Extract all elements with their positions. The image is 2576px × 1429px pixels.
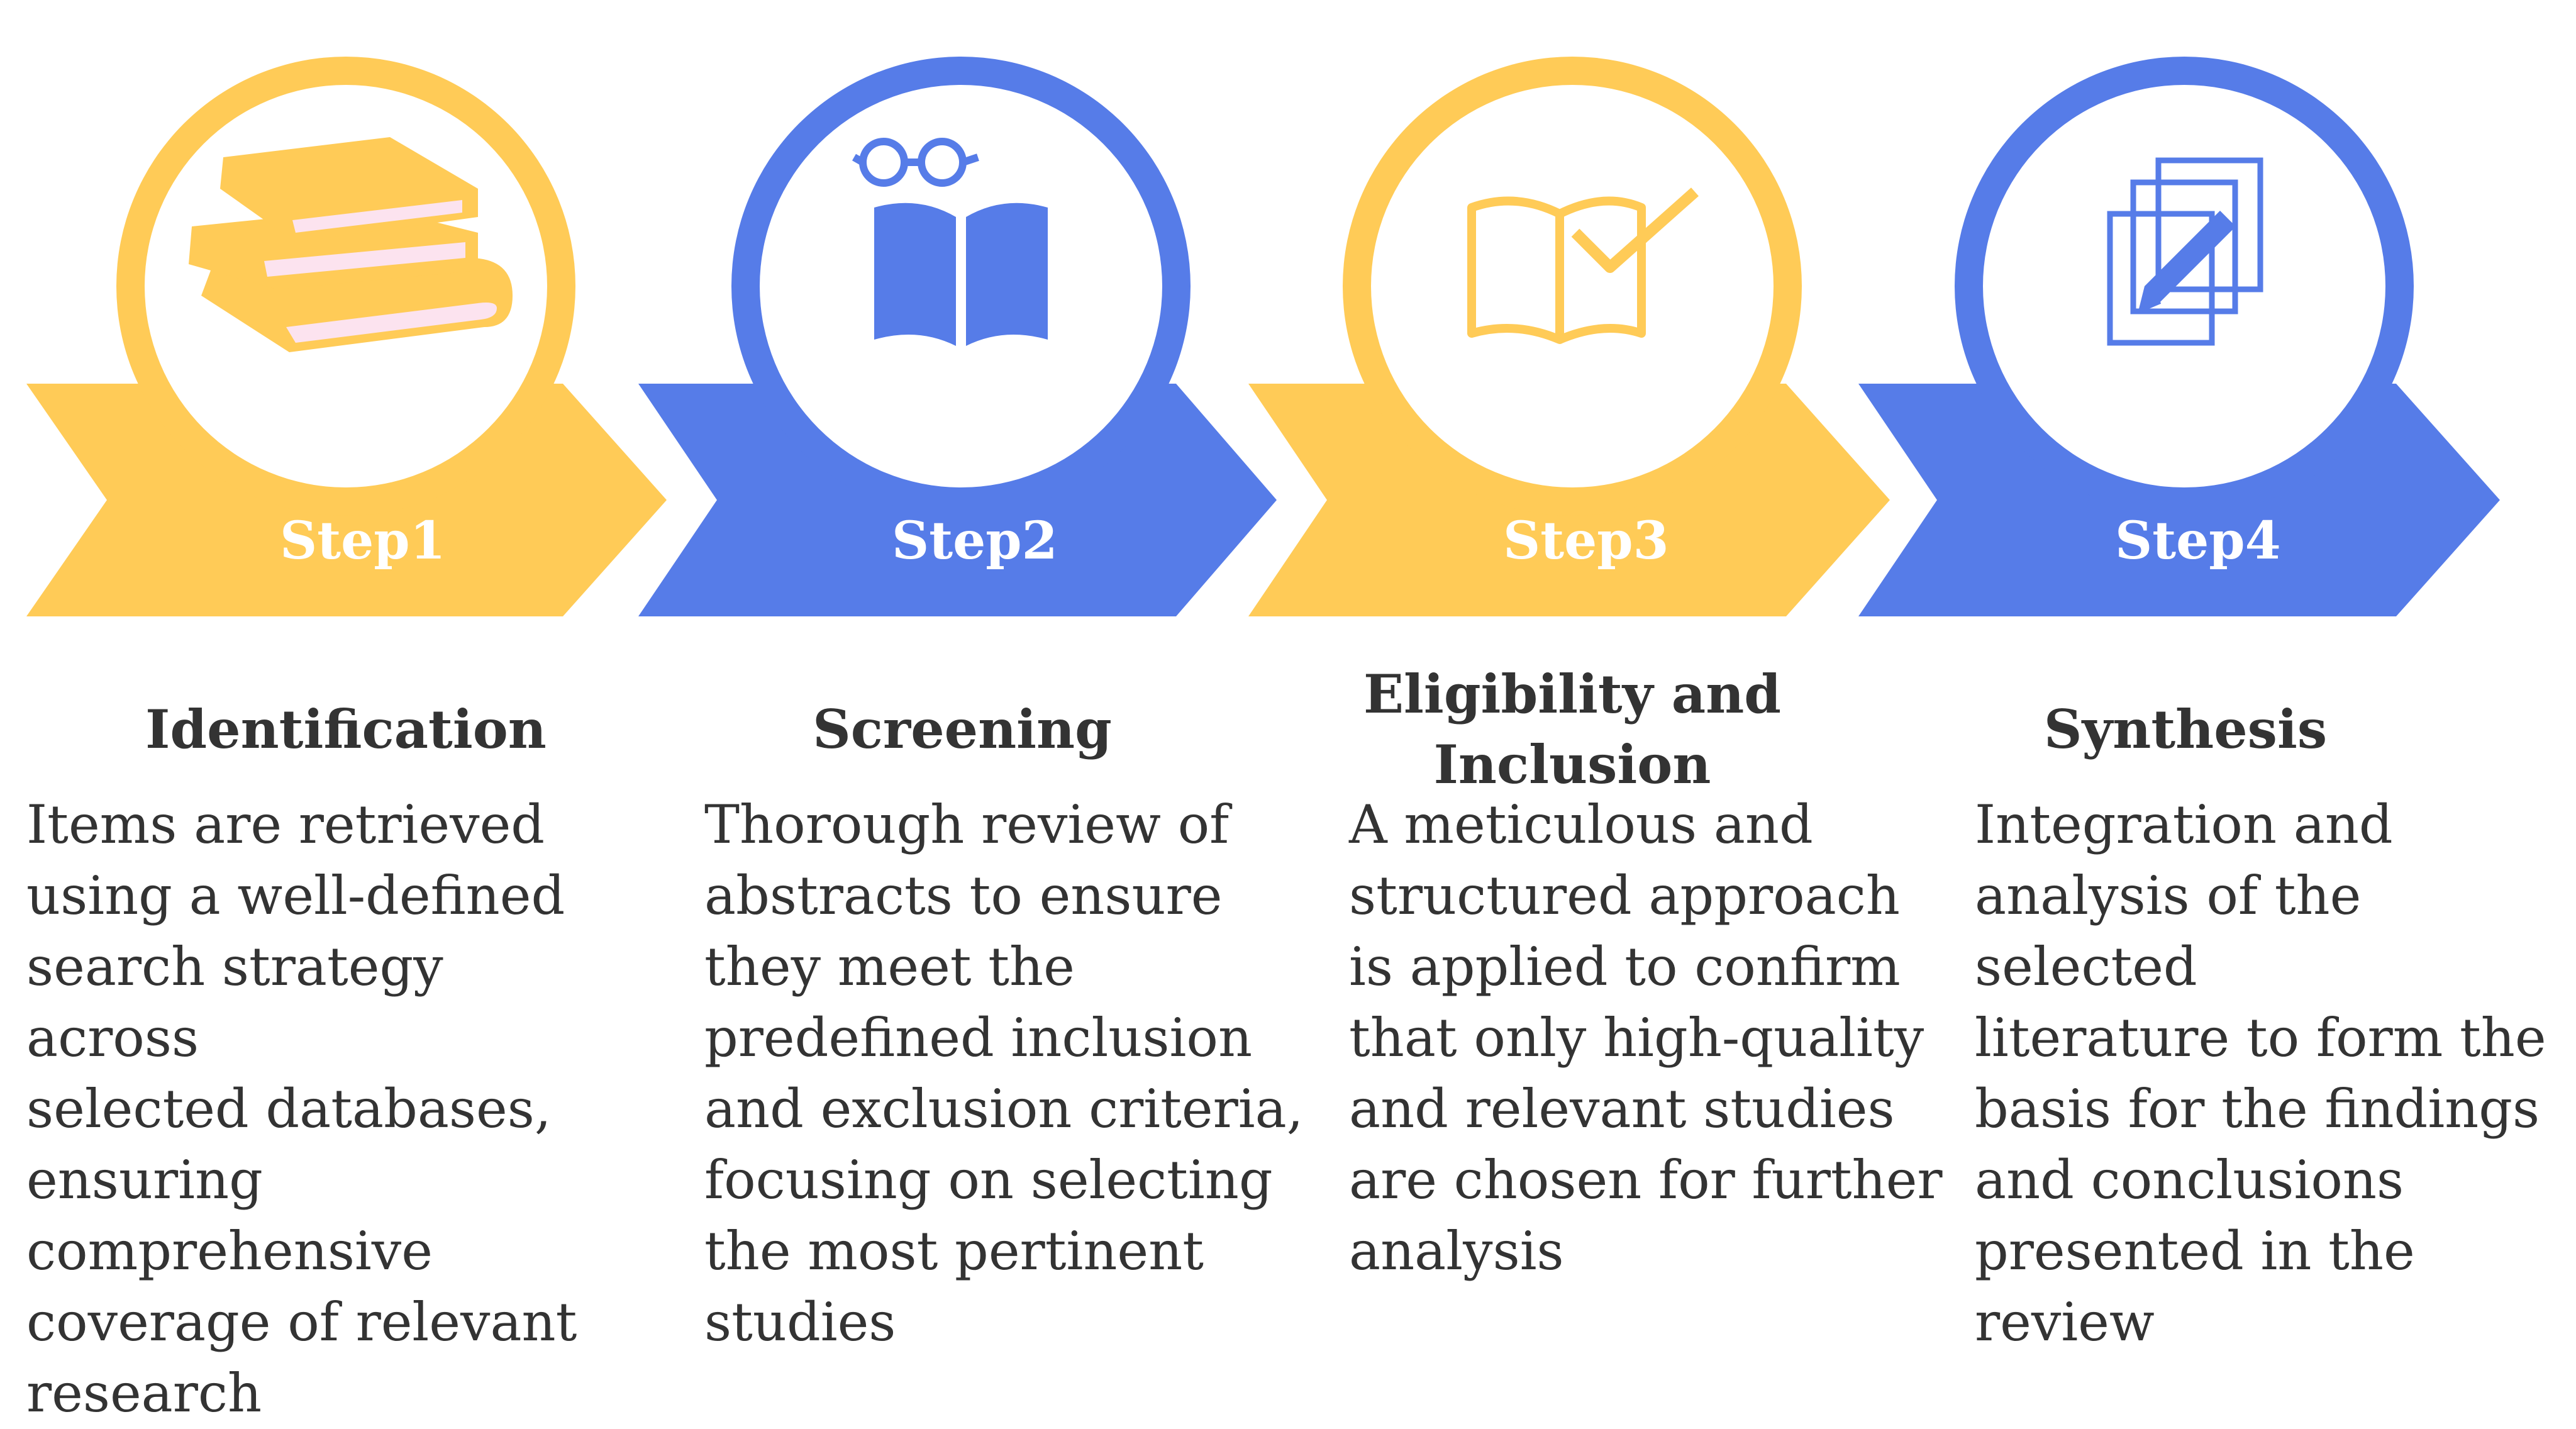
step-2-label: Step2 [892, 511, 1058, 571]
step-4-description: Integration and analysis of the selected… [1975, 794, 2546, 1353]
step-1-label: Step1 [280, 511, 446, 571]
stacked-books-icon [189, 137, 513, 352]
book-checkmark-icon [1467, 187, 1699, 344]
step-3-description: A meticulous and structured approach is … [1349, 794, 1943, 1282]
step-1-description: Items are retrieved using a well-defined… [26, 794, 577, 1424]
reading-glasses-book-icon [852, 138, 1048, 346]
step-4-graphic [1858, 57, 2500, 616]
step-2-graphic [638, 57, 1277, 616]
step-2-title: Screening [813, 698, 1112, 760]
step-4-label: Step4 [2115, 511, 2281, 571]
documents-pencil-icon [2107, 157, 2263, 346]
step-2-description: Thorough review of abstracts to ensure t… [704, 794, 1304, 1353]
process-diagram [26, 57, 2500, 616]
step-3-graphic [1248, 57, 1890, 616]
step-3-label: Step3 [1503, 511, 1669, 571]
step-1-title: Identification [145, 698, 547, 760]
step-4-title: Synthesis [2043, 698, 2328, 760]
step-1-graphic [26, 57, 667, 616]
step-3-title: Eligibility and Inclusion [1363, 663, 1782, 796]
